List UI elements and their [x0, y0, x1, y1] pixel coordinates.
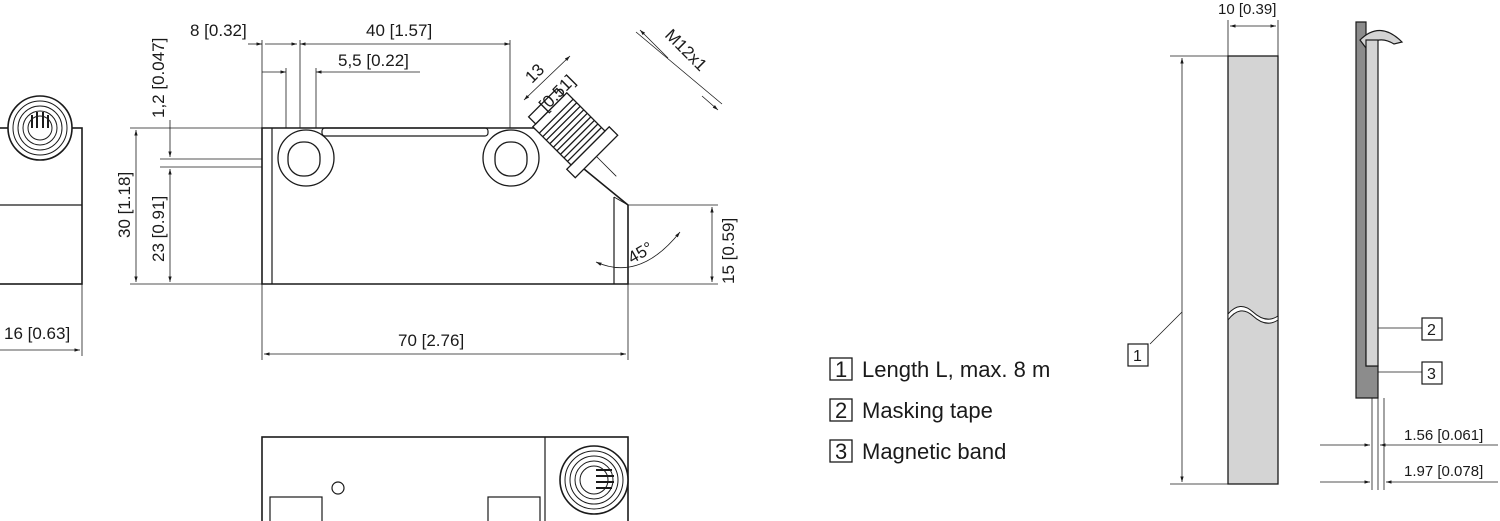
- legend-item-1: 1 Length L, max. 8 m: [829, 357, 1050, 382]
- dim-40-label: 40 [1.57]: [366, 21, 432, 40]
- dim-15-label: 15 [0.59]: [719, 218, 738, 284]
- legend-item-1-number: 1: [835, 357, 847, 382]
- dim-1-2-label: 1,2 [0.047]: [149, 38, 168, 118]
- band-strip: [1227, 55, 1279, 485]
- callout-3: 3: [1427, 366, 1436, 383]
- dim-1-56-label: 1.56 [0.061]: [1404, 427, 1483, 444]
- angled-connector-icon: [527, 87, 619, 179]
- angle-45-label: 45°: [625, 238, 657, 267]
- callout-1: 1: [1133, 348, 1142, 365]
- front-view: 8 [0.32] 40 [1.57] 5,5 [0.22] 30 [1.18] …: [115, 21, 738, 360]
- dim-70-label: 70 [2.76]: [398, 331, 464, 350]
- dim-30-label: 30 [1.18]: [115, 172, 134, 238]
- mounting-hole-right: [482, 129, 540, 187]
- legend-item-3: 3 Magnetic band: [829, 439, 1006, 464]
- dim-1-97-label: 1.97 [0.078]: [1404, 463, 1483, 480]
- side-view-connector-icon: [7, 95, 73, 161]
- legend-item-2-number: 2: [835, 398, 847, 423]
- legend: 1 Length L, max. 8 m 2 Masking tape 3 Ma…: [829, 357, 1050, 464]
- masking-tape-side: [1365, 39, 1379, 367]
- dim-8-label: 8 [0.32]: [190, 21, 247, 40]
- bottom-view-connector-icon: [559, 445, 629, 515]
- dim-5-5-label: 5,5 [0.22]: [338, 51, 409, 70]
- legend-item-2: 2 Masking tape: [829, 398, 993, 423]
- dim-16-label: 16 [0.63]: [4, 324, 70, 343]
- dim-m12-label: M12x1: [661, 25, 711, 75]
- side-view: 16 [0.63]: [0, 95, 83, 356]
- bottom-view: [261, 436, 629, 521]
- legend-item-2-label: Masking tape: [862, 398, 993, 423]
- dim-23-label: 23 [0.91]: [149, 196, 168, 262]
- band-side-view: 2 3 1.56 [0.061] 1.97 [0.078]: [1320, 21, 1498, 490]
- legend-item-3-label: Magnetic band: [862, 439, 1006, 464]
- dim-13-label: 13: [521, 60, 548, 87]
- mounting-hole-left: [277, 129, 335, 187]
- callout-2: 2: [1427, 322, 1436, 339]
- legend-item-3-number: 3: [835, 439, 847, 464]
- dim-10-label: 10 [0.39]: [1218, 1, 1276, 18]
- legend-item-1-label: Length L, max. 8 m: [862, 357, 1050, 382]
- band-front-view: 10 [0.39] 1: [1127, 1, 1279, 485]
